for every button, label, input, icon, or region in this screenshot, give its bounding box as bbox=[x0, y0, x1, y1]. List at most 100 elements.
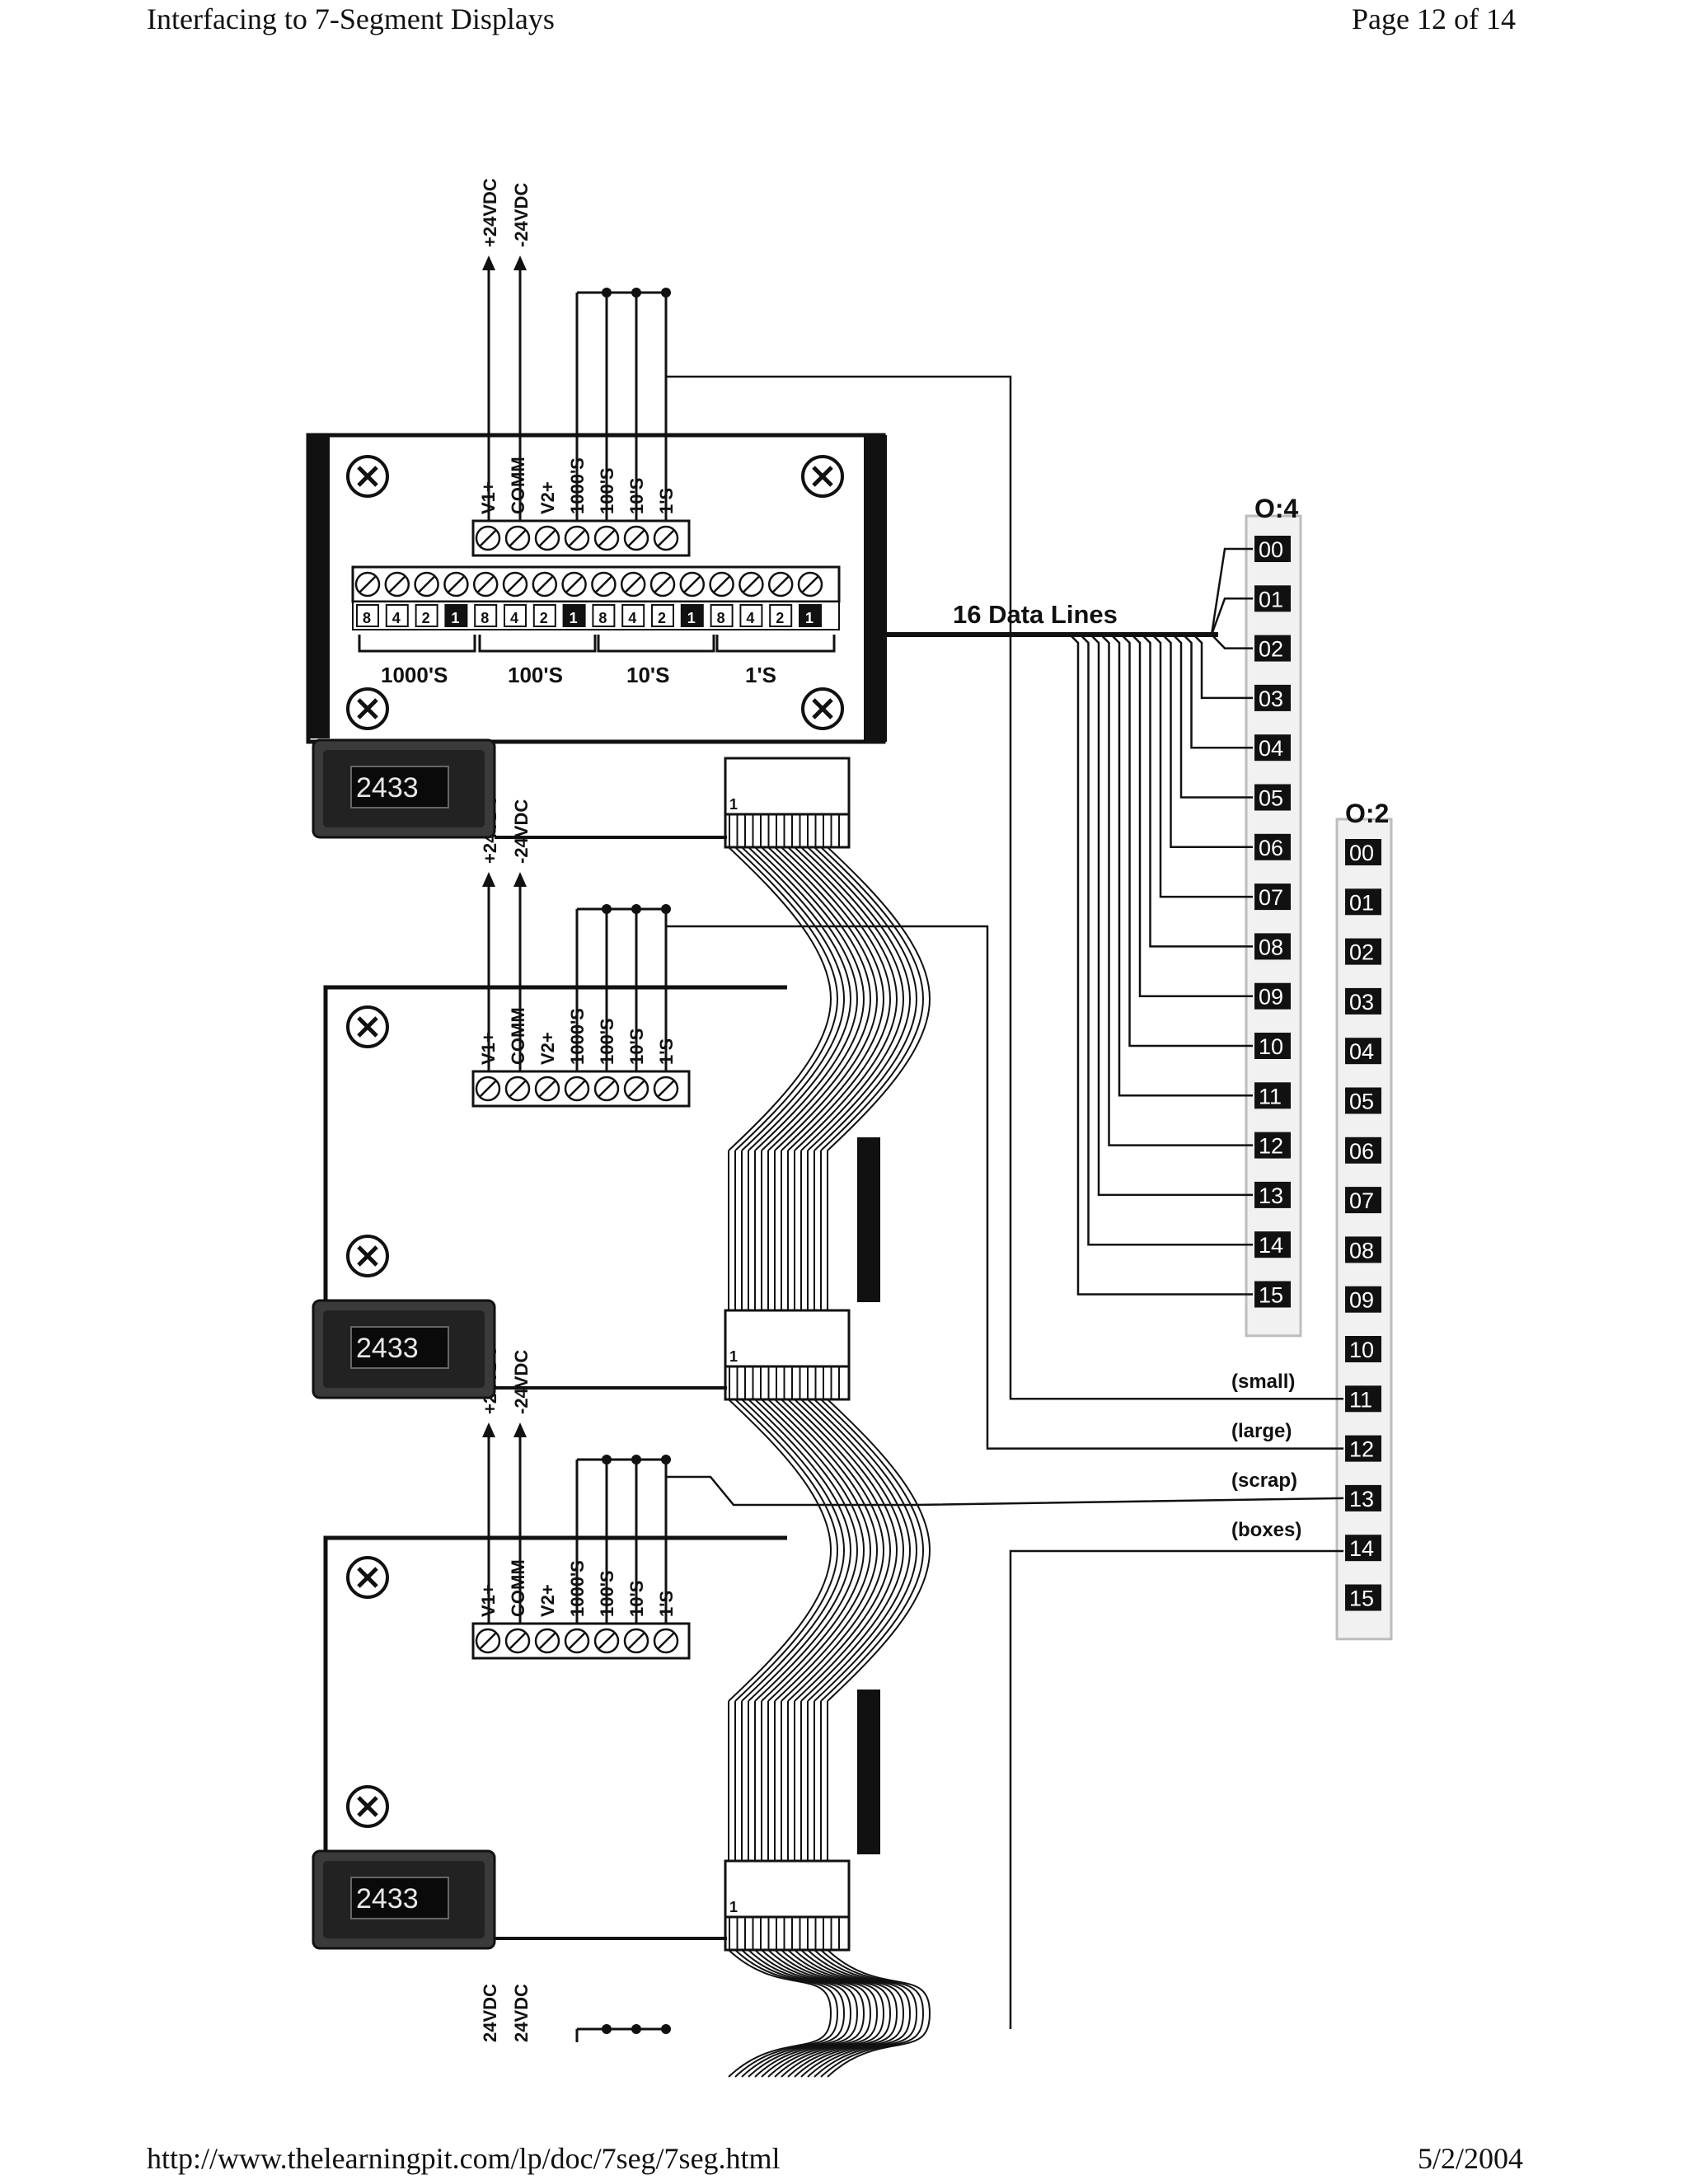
bcd-weight-label: 4 bbox=[628, 610, 636, 626]
digit-group-label: 10'S bbox=[626, 663, 669, 687]
mounting-screw-icon bbox=[346, 1556, 389, 1599]
terminal-screw bbox=[623, 525, 649, 551]
data-lines-label: 16 Data Lines bbox=[953, 600, 1118, 629]
mounting-screw-icon bbox=[346, 1235, 389, 1277]
output-bit-label: 08 bbox=[1259, 935, 1283, 959]
connector-pin-label: 1 bbox=[729, 1348, 738, 1365]
select-line-label: (boxes) bbox=[1231, 1519, 1301, 1541]
output-bit-label: 00 bbox=[1349, 841, 1374, 865]
meter-reading: 2433 bbox=[356, 1333, 419, 1364]
terminal-screw bbox=[502, 571, 528, 598]
terminal-screw bbox=[564, 525, 590, 551]
terminal-label: 1'S bbox=[656, 1591, 677, 1617]
ribbon-cable bbox=[728, 1949, 931, 2078]
output-bit-cell bbox=[1254, 536, 1291, 562]
output-bit-cell bbox=[1254, 1181, 1291, 1208]
terminal-label: 100'S bbox=[597, 1018, 617, 1065]
panel-meter-display: 2433 bbox=[312, 738, 496, 839]
terminal-label: 1000'S bbox=[567, 457, 588, 514]
output-bit-cell bbox=[1345, 1535, 1381, 1562]
terminal-screw bbox=[504, 1076, 531, 1102]
output-bit-cell bbox=[1254, 982, 1291, 1010]
data-line-fanout bbox=[1069, 547, 1253, 1296]
output-bit-cell bbox=[1345, 888, 1381, 916]
bcd-weight-label: 2 bbox=[422, 610, 430, 626]
power-label-minus: -24VDC bbox=[511, 183, 532, 247]
output-bit-cell bbox=[1345, 1187, 1381, 1214]
mounting-screw-icon bbox=[346, 1785, 389, 1828]
power-label-bottom: 24VDC bbox=[511, 1984, 532, 2042]
select-line-label: (scrap) bbox=[1231, 1469, 1297, 1492]
terminal-screw bbox=[679, 571, 706, 598]
output-bit-label: 14 bbox=[1349, 1536, 1374, 1561]
terminal-label: COMM bbox=[508, 1007, 528, 1065]
output-bit-label: 11 bbox=[1349, 1387, 1372, 1412]
output-bit-label: 05 bbox=[1349, 1090, 1374, 1114]
output-bit-label: 13 bbox=[1259, 1183, 1283, 1208]
terminal-screw bbox=[504, 1628, 531, 1654]
terminal-block bbox=[471, 1622, 691, 1660]
terminal-label: V2+ bbox=[537, 1032, 558, 1065]
page-footer-url[interactable]: http://www.thelearningpit.com/lp/doc/7se… bbox=[147, 2142, 781, 2175]
bcd-weight-label: 4 bbox=[510, 610, 518, 626]
terminal-label: 10'S bbox=[626, 478, 647, 514]
output-bit-label: 09 bbox=[1259, 985, 1283, 1010]
output-bit-cell bbox=[1345, 1336, 1381, 1362]
output-bit-cell bbox=[1345, 1038, 1381, 1065]
output-bit-cell bbox=[1254, 1033, 1291, 1059]
output-bit-label: 12 bbox=[1259, 1134, 1283, 1159]
junction-dot bbox=[661, 2024, 671, 2034]
bottom-power-labels: 24VDC 24VDC bbox=[480, 1984, 532, 2042]
power-labels: +24VDC -24VDC bbox=[480, 178, 532, 247]
terminal-screw bbox=[767, 571, 794, 598]
connector-pin-label: 1 bbox=[729, 1899, 738, 1915]
rack-label: O:2 bbox=[1345, 799, 1389, 828]
output-bit-label: 04 bbox=[1349, 1039, 1374, 1064]
output-bit-cell bbox=[1345, 1484, 1381, 1511]
terminal-screw bbox=[653, 525, 679, 551]
output-bit-label: 06 bbox=[1349, 1139, 1374, 1164]
output-bit-label: 00 bbox=[1259, 537, 1283, 562]
digit-group-label: 1'S bbox=[745, 663, 776, 687]
bcd-weight-label: 4 bbox=[746, 610, 754, 626]
ribbon-connector: 1 bbox=[724, 1859, 851, 1952]
terminal-screw bbox=[354, 571, 381, 598]
driver-board-3 bbox=[323, 1535, 880, 1863]
output-bit-cell bbox=[1345, 1435, 1381, 1462]
power-label-plus: +24VDC bbox=[480, 178, 500, 247]
output-bit-label: 02 bbox=[1259, 637, 1283, 662]
terminal-screw bbox=[797, 571, 823, 598]
bcd-weight-label: 8 bbox=[481, 610, 489, 626]
power-label-minus: -24VDC bbox=[511, 1350, 532, 1414]
output-bit-label: 03 bbox=[1259, 687, 1283, 711]
meter-reading: 2433 bbox=[356, 1883, 419, 1915]
output-bit-label: 13 bbox=[1349, 1487, 1374, 1511]
terminal-label: V1+ bbox=[478, 1032, 499, 1065]
terminal-label: 100'S bbox=[597, 1570, 617, 1617]
terminal-screw bbox=[472, 571, 499, 598]
terminal-screw bbox=[504, 525, 531, 551]
output-bit-label: 07 bbox=[1349, 1188, 1374, 1213]
output-bit-label: 10 bbox=[1349, 1338, 1374, 1362]
output-bit-label: 09 bbox=[1349, 1288, 1374, 1313]
terminal-screw bbox=[738, 571, 764, 598]
arrow-up-icon bbox=[482, 255, 495, 270]
terminal-label: 1000'S bbox=[567, 1560, 588, 1617]
terminal-screw bbox=[709, 571, 734, 598]
output-bit-label: 07 bbox=[1259, 885, 1283, 910]
output-bit-cell bbox=[1254, 883, 1291, 911]
output-bit-label: 14 bbox=[1259, 1233, 1283, 1258]
output-bit-label: 15 bbox=[1349, 1586, 1374, 1611]
digit-group-label: 100'S bbox=[508, 663, 563, 687]
output-bit-cell bbox=[1254, 585, 1291, 612]
rack-label: O:4 bbox=[1254, 494, 1299, 523]
power-label-bottom: 24VDC bbox=[480, 1984, 500, 2042]
output-bit-label: 08 bbox=[1349, 1238, 1374, 1263]
mounting-screw-icon bbox=[801, 687, 844, 730]
ribbon-cable bbox=[728, 1701, 828, 1861]
